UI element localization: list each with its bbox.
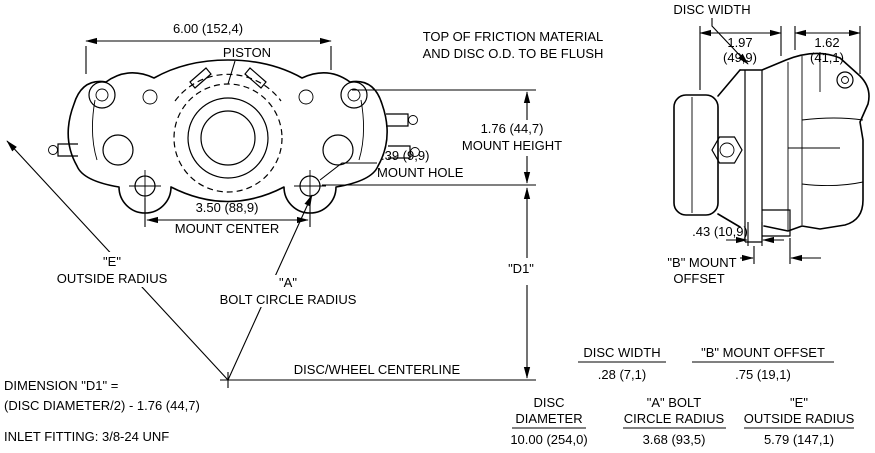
spec-bolt-circle-label-1: "A" BOLT xyxy=(647,395,702,410)
d1-formula-line1: DIMENSION "D1" = xyxy=(4,378,118,393)
centerline-label: DISC/WHEEL CENTERLINE xyxy=(294,362,461,377)
bleed-screw-left xyxy=(57,143,78,157)
width-inner-value-in: 1.62 xyxy=(814,35,839,50)
pad-pin-right xyxy=(244,67,267,89)
spec-outside-radius-label-1: "E" xyxy=(790,395,808,410)
disc-width-leader xyxy=(711,18,749,65)
bolt-right-center xyxy=(347,88,361,102)
inboard-body-outline xyxy=(739,52,870,232)
notes: DIMENSION "D1" = (DISC DIAMETER/2) - 1.7… xyxy=(4,378,200,444)
disc-slot-lines xyxy=(744,70,763,243)
spec-disc-width-value: .28 (7,1) xyxy=(598,367,646,382)
caliper-body-outline xyxy=(67,59,388,214)
mount-hole-leader xyxy=(319,162,377,181)
front-view-dimensions: 6.00 (152,4) PISTON TOP OF FRICTION MATE… xyxy=(6,21,604,388)
inlet-fitting-upper-tip xyxy=(408,115,418,125)
mount-lug xyxy=(762,209,791,237)
pad-pin-left xyxy=(189,67,212,89)
boss-small-right xyxy=(298,89,314,105)
bridge-connect xyxy=(717,69,741,228)
mount-bolt-hex xyxy=(711,136,743,164)
casting-line-right xyxy=(358,99,364,161)
spec-mount-offset-label: "B" MOUNT OFFSET xyxy=(701,345,825,360)
mount-height-value: 1.76 (44,7) xyxy=(481,121,544,136)
mount-bolt-center xyxy=(719,142,735,158)
width-inner-value-mm: (41,1) xyxy=(810,50,844,65)
flush-note-line1: TOP OF FRICTION MATERIAL xyxy=(423,29,604,44)
mount-height-label: MOUNT HEIGHT xyxy=(462,138,562,153)
bolt-left-center xyxy=(95,88,109,102)
mount-hole-right-crosshair xyxy=(294,170,326,202)
mount-hole-label: MOUNT HOLE xyxy=(377,165,464,180)
bolt-left xyxy=(88,81,116,109)
inboard-internal-curves xyxy=(801,117,864,187)
d1-formula-line2: (DISC DIAMETER/2) - 1.76 (44,7) xyxy=(4,398,200,413)
piston-inner-circle xyxy=(200,110,256,166)
boss-right xyxy=(322,134,354,166)
spec-outside-radius-value: 5.79 (147,1) xyxy=(764,432,834,447)
d1-label: "D1" xyxy=(508,261,534,276)
spec-outside-radius-label-2: OUTSIDE RADIUS xyxy=(744,411,855,426)
mount-offset-ext-lines xyxy=(753,238,791,264)
banjo-fitting-hole xyxy=(841,76,849,84)
overall-width-ext-lines xyxy=(85,46,332,74)
a-radius-label-mask xyxy=(220,275,360,307)
inlet-fitting-lower-tip xyxy=(410,147,420,157)
piston-label: PISTON xyxy=(223,45,271,60)
mount-center-value: 3.50 (88,9) xyxy=(196,200,259,215)
spec-disc-diameter-label-2: DIAMETER xyxy=(515,411,582,426)
lug-width-value: .43 (10,9) xyxy=(692,224,748,239)
piston-outer-circle xyxy=(187,97,269,179)
boss-small-left xyxy=(142,89,158,105)
mount-hole-value: .39 (9,9) xyxy=(381,148,429,163)
width-outer-value-mm: (49,9) xyxy=(723,50,757,65)
disc-od-dashed-arc xyxy=(174,73,282,102)
boss-left xyxy=(102,134,134,166)
mount-offset-label-2: OFFSET xyxy=(673,271,724,286)
casting-line-left xyxy=(92,99,98,161)
front-view-caliper xyxy=(48,59,420,214)
outboard-body xyxy=(673,94,719,216)
piston-leader xyxy=(227,60,236,85)
mount-center-label: MOUNT CENTER xyxy=(175,221,279,236)
disc-width-callout: DISC WIDTH xyxy=(673,2,750,17)
spec-mount-offset-value: .75 (19,1) xyxy=(735,367,791,382)
spec-bolt-circle-label-2: CIRCLE RADIUS xyxy=(624,411,725,426)
spec-disc-diameter-value: 10.00 (254,0) xyxy=(510,432,587,447)
spec-bolt-circle-value: 3.68 (93,5) xyxy=(643,432,706,447)
banjo-fitting xyxy=(836,71,854,89)
spec-table: DISC WIDTH .28 (7,1) "B" MOUNT OFFSET .7… xyxy=(510,345,854,447)
a-radius-label-1: "A" xyxy=(279,275,297,290)
centerline-mark xyxy=(220,372,236,388)
overall-width-dim: 6.00 (152,4) xyxy=(173,21,243,36)
a-radius-label-2: BOLT CIRCLE RADIUS xyxy=(220,292,357,307)
inlet-fitting-upper xyxy=(386,113,409,127)
lug-width-ext-lines xyxy=(747,222,763,246)
inboard-internal-lines xyxy=(787,52,840,230)
friction-material-dashed-circle xyxy=(173,83,283,193)
inlet-fitting-lower xyxy=(388,145,411,159)
inlet-fitting-note: INLET FITTING: 3/8-24 UNF xyxy=(4,429,169,444)
spec-disc-width-label: DISC WIDTH xyxy=(583,345,660,360)
bleed-screw-left-tip xyxy=(48,145,58,155)
mount-hole-left-crosshair xyxy=(129,170,161,202)
side-view-dimensions: DISC WIDTH 1.97 (49,9) 1.62 (41,1) .43 (… xyxy=(667,2,861,286)
width-outer-value-in: 1.97 xyxy=(727,35,752,50)
mount-offset-label-1: "B" MOUNT xyxy=(667,255,736,270)
e-radius-label-1: "E" xyxy=(103,254,121,269)
e-radius-label-mask xyxy=(55,252,170,287)
e-radius-label-2: OUTSIDE RADIUS xyxy=(57,271,168,286)
spec-disc-diameter-label-1: DISC xyxy=(533,395,564,410)
flush-note-line2: AND DISC O.D. TO BE FLUSH xyxy=(423,46,604,61)
side-view-caliper xyxy=(673,52,870,243)
bolt-right xyxy=(340,81,368,109)
